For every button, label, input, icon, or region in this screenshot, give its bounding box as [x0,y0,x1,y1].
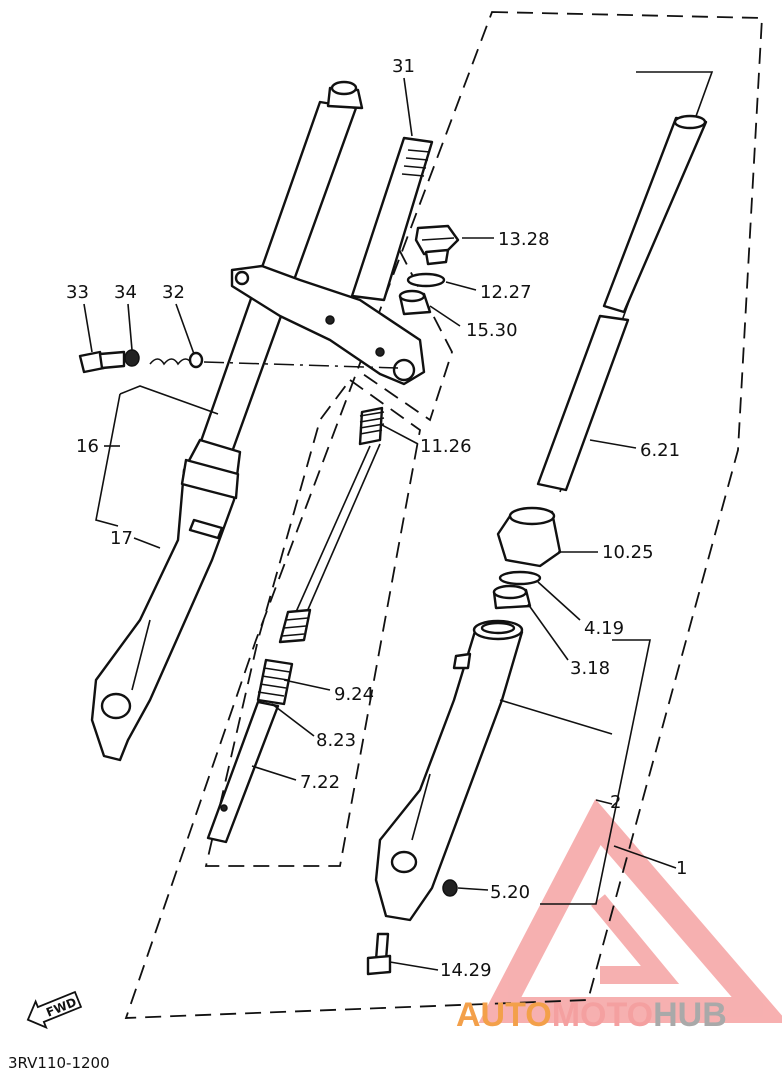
watermark-logo-icon [478,798,782,1023]
label-14-29: 14.29 [440,960,492,981]
outer-boundary [124,11,763,1019]
label-17: 17 [110,528,133,549]
watermark-text: AUTOMOTOHUB [456,996,727,1034]
drain-bolt [366,932,392,976]
damper-rod-spring [278,406,385,644]
clip [498,570,542,586]
label-1: 1 [676,858,687,879]
spacer [398,289,432,316]
label-9-24: 9.24 [334,684,374,705]
drain-washer [442,879,458,897]
label-33: 33 [66,282,89,303]
dust-seal [496,506,562,568]
label-10-25: 10.25 [602,542,654,563]
label-34: 34 [114,282,137,303]
label-7-22: 7.22 [300,772,340,793]
leader-lines [83,77,677,971]
label-11-26: 11.26 [420,436,472,457]
label-15-30: 15.30 [466,320,518,341]
oil-seal [492,584,532,610]
bolt-washer-group [78,349,399,374]
outer-tube [536,114,708,492]
watermark-part2: MOTO [552,996,653,1034]
label-4-19: 4.19 [584,618,624,639]
stem-group-boundary [359,227,453,422]
o-ring [406,272,446,288]
label-13-28: 13.28 [498,229,550,250]
diagram-code: 3RV110-1200 [8,1054,110,1072]
label-32: 32 [162,282,185,303]
left-fork-assembly [90,80,434,762]
label-5-20: 5.20 [490,882,530,903]
label-8-23: 8.23 [316,730,356,751]
watermark-part1: AUTO [456,996,552,1034]
label-12-27: 12.27 [480,282,532,303]
watermark-part3: HUB [653,996,727,1034]
cap-bolt [414,224,460,266]
label-3-18: 3.18 [570,658,610,679]
damper-assembly [206,658,294,844]
damper-group-boundary [204,378,421,867]
lower-outer-tube [374,619,524,922]
label-2: 2 [610,792,621,813]
fwd-arrow-icon: FWD [26,990,83,1030]
label-31: 31 [392,56,415,77]
label-6-21: 6.21 [640,440,680,461]
label-16: 16 [76,436,99,457]
